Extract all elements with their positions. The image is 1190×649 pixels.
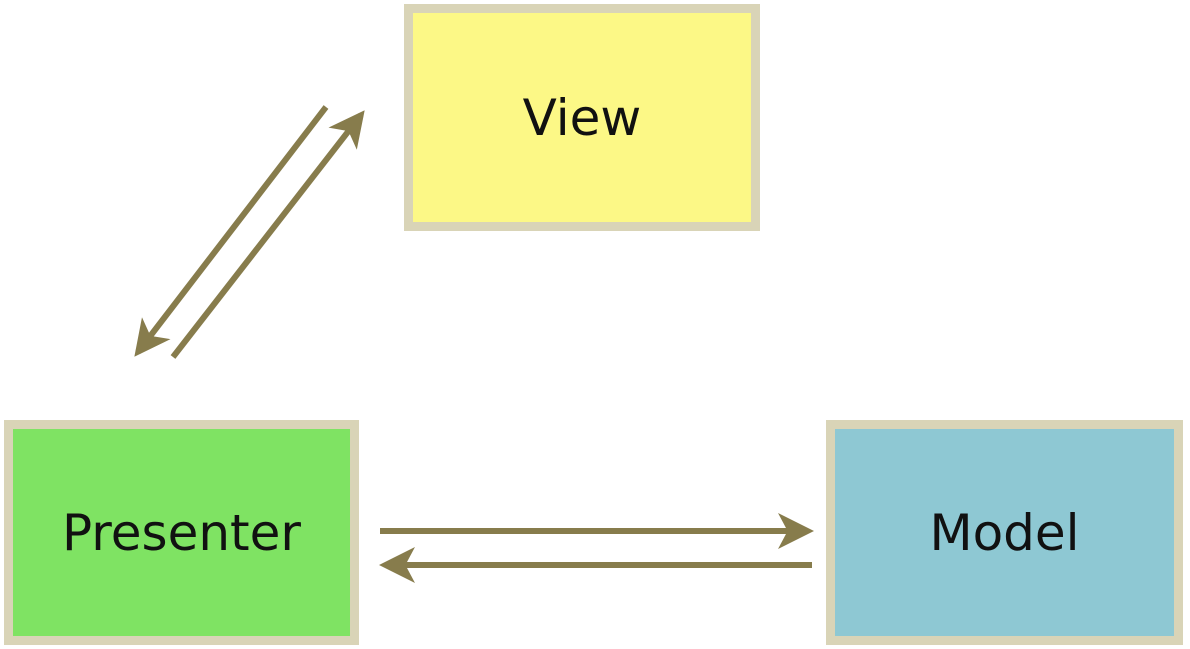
view-node: View xyxy=(404,4,760,231)
arrow-presenter-to-view xyxy=(170,110,365,359)
model-node: Model xyxy=(826,420,1183,645)
arrow-view-to-presenter xyxy=(134,105,329,357)
presenter-label: Presenter xyxy=(62,503,301,562)
model-label: Model xyxy=(929,503,1080,562)
view-label: View xyxy=(522,88,642,147)
presenter-node: Presenter xyxy=(4,420,359,645)
